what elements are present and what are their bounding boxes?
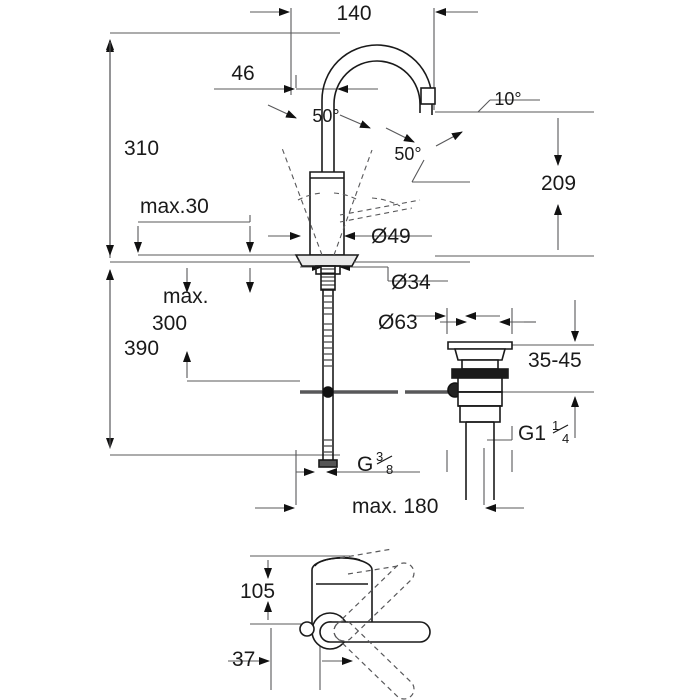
swivel-left-limit (281, 147, 323, 256)
waste-gasket (451, 368, 509, 379)
label-max-supply-1: max. (163, 285, 209, 308)
dimension-lines-layer (106, 8, 594, 690)
label-spout-reach: 140 (336, 2, 371, 25)
dim-shank-diameter (300, 263, 448, 282)
label-outlet-tilt: 10° (494, 89, 521, 109)
label-shank-diameter: Ø34 (391, 271, 431, 294)
angle-leaders (267, 99, 540, 183)
swivel-range-layer (281, 147, 421, 256)
label-body-diameter: Ø49 (371, 225, 411, 248)
mounting-nut (315, 265, 341, 275)
label-supply-thread-num: 3 (376, 449, 383, 464)
supply-tube-texture (324, 295, 332, 453)
dim-max-deck-thickness (134, 215, 300, 256)
swivel-arc-right (333, 192, 359, 201)
outlet-tilt-line-a (339, 199, 421, 216)
label-total-height: 310 (124, 137, 159, 160)
dim-drain-verticals (410, 308, 513, 472)
swivel-arc-left (297, 192, 323, 201)
label-swivel-right: 50° (394, 144, 421, 164)
label-max-supply-2: 300 (152, 312, 187, 335)
threaded-shank (320, 265, 336, 291)
dim-lever-offset (228, 628, 353, 690)
spout-inner-curve (333, 60, 421, 258)
outlet-tilt-line-b (339, 207, 413, 223)
dim-waste-thread (487, 426, 513, 441)
label-swivel-left: 50° (312, 106, 339, 126)
faucet-geometry-layer (112, 44, 513, 500)
label-lever-height: 105 (240, 580, 275, 603)
label-waste-thread: G1 (518, 422, 546, 445)
label-lever-offset: 37 (232, 648, 255, 671)
label-supply-thread: G (357, 453, 373, 476)
label-max-deck-thickness: max.30 (140, 195, 209, 218)
label-waste-thread-group: G1 1 4 (518, 418, 569, 446)
lever-rotation-range (333, 548, 415, 700)
detail-lever-neutral (319, 621, 431, 643)
outlet-tilt-arc (371, 197, 401, 207)
label-waste-thread-den: 4 (562, 431, 569, 446)
aerator (420, 87, 436, 105)
detail-spout-line-a (339, 548, 393, 559)
label-basin-thickness: 35-45 (528, 349, 582, 372)
dimension-text-layer: 140 46 310 390 max.30 max. 300 209 Ø49 Ø… (124, 2, 582, 671)
detail-lever-down (333, 620, 415, 700)
swivel-right-limit (333, 149, 373, 256)
base-escutcheon (294, 254, 360, 267)
label-supply-thread-den: 8 (386, 462, 393, 477)
label-waste-thread-num: 1 (552, 418, 559, 433)
dim-max-supply-length (183, 268, 300, 382)
dim-max-rod-length (255, 448, 524, 512)
dim-spout-offset (214, 75, 378, 93)
label-max-rod-length: max. 180 (352, 495, 438, 518)
lift-rod-pivot (322, 386, 334, 398)
top-view-detail (299, 557, 431, 650)
label-waste-flange-diameter: Ø63 (378, 311, 418, 334)
label-overall-height: 390 (124, 337, 159, 360)
dim-total-height (106, 32, 340, 258)
label-spout-offset: 46 (231, 62, 254, 85)
supply-end-fitting (318, 459, 338, 468)
label-supply-thread-group: G 3 8 (357, 449, 393, 477)
detail-pivot-knuckle (299, 621, 315, 637)
waste-drain-assembly (447, 341, 513, 500)
spout-outer-curve (321, 44, 433, 258)
detail-body-top (311, 557, 373, 571)
detail-body (311, 570, 373, 628)
label-height-to-outlet: 209 (541, 172, 576, 195)
